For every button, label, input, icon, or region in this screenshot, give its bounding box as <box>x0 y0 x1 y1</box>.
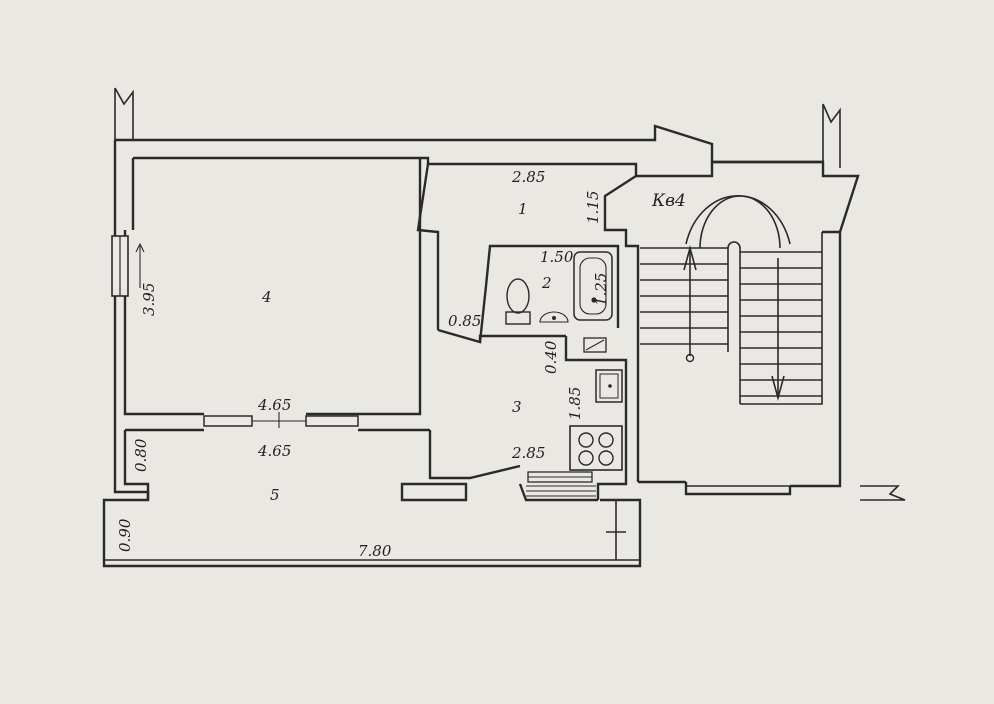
kitchen-sink-bowl <box>599 373 619 399</box>
dim-loggia-width: 4.65 <box>257 442 291 460</box>
room-1-label: 1 <box>518 200 528 218</box>
stove-burner-1 <box>578 432 594 448</box>
stove-burner-3 <box>578 450 594 466</box>
threshold-lines <box>526 485 596 497</box>
bathtub <box>573 251 613 321</box>
wall-stub-kitchen-loggia <box>400 482 468 502</box>
dim-loggia-depth: 0.80 <box>132 438 150 472</box>
toilet-tank <box>505 311 531 325</box>
stair-landing-arc-outer <box>685 194 791 245</box>
room-3-label: 3 <box>512 398 522 416</box>
stair-arrow-up-head <box>683 244 697 271</box>
toilet-bowl <box>506 278 530 314</box>
ventilation-mark <box>585 339 605 351</box>
wall-room4-right <box>306 158 422 416</box>
wall-kitchen-left <box>428 430 521 480</box>
room-2-label: 2 <box>541 274 552 292</box>
dim-bath-depth: 1.25 <box>592 273 610 306</box>
wall-entry-top <box>636 162 714 178</box>
washbasin-drain <box>552 316 556 320</box>
stove-burner-2 <box>598 432 614 448</box>
wall-entry <box>603 174 640 482</box>
dim-kitchen-width: 2.85 <box>511 444 545 462</box>
stove-burner-4 <box>598 450 614 466</box>
ventilation-box <box>583 337 607 353</box>
wall-bathroom <box>478 244 620 343</box>
dim-total-width: 7.80 <box>358 542 392 560</box>
apartment-label: Кв4 <box>651 191 686 211</box>
room-5-label: 5 <box>270 486 280 504</box>
bathtub-inner <box>579 257 607 315</box>
stove <box>569 425 623 471</box>
stair-treads-right <box>740 251 822 397</box>
dim-living-width: 4.65 <box>257 396 291 414</box>
wall-kitchen-bottom <box>518 483 598 502</box>
wall-hall-left <box>416 163 440 330</box>
dim-closet-width: 0.85 <box>448 312 481 330</box>
window-left-arrow <box>135 242 145 288</box>
stair-arrow-up-start <box>685 353 695 363</box>
stairwell-bottom-wall <box>638 480 792 496</box>
dim-kitchen-depth: 1.85 <box>566 387 584 420</box>
stair-treads-left <box>640 247 728 345</box>
kitchen-sink <box>595 369 623 403</box>
break-symbol-bottom-right <box>860 485 906 501</box>
break-symbol-right <box>822 103 841 168</box>
dim-living-depth: 3.95 <box>140 283 158 316</box>
stair-arrow-down-head <box>771 375 785 402</box>
loggia-post <box>606 500 626 560</box>
dim-corridor-gap: 0.40 <box>542 340 560 374</box>
window-door-4-5-left <box>203 415 253 427</box>
dim-bath-width: 1.50 <box>540 248 574 266</box>
dim-hall-depth: 1.15 <box>584 191 602 224</box>
stair-right-flight-outline <box>740 232 823 405</box>
bathtub-drain <box>591 297 597 303</box>
kitchen-sink-drain <box>608 384 612 388</box>
dim-balcony-depth: 0.90 <box>116 518 134 552</box>
washbasin <box>539 311 569 323</box>
window-door-4-5-right <box>305 415 359 427</box>
loggia-outline <box>102 430 642 568</box>
break-symbol-left <box>114 87 134 140</box>
room-4-label: 4 <box>261 288 272 306</box>
dim-hall-width: 2.85 <box>511 168 545 186</box>
stairwell-right-wall <box>712 160 860 488</box>
wall-kitchen-right <box>564 336 628 500</box>
stair-rail <box>727 241 741 404</box>
